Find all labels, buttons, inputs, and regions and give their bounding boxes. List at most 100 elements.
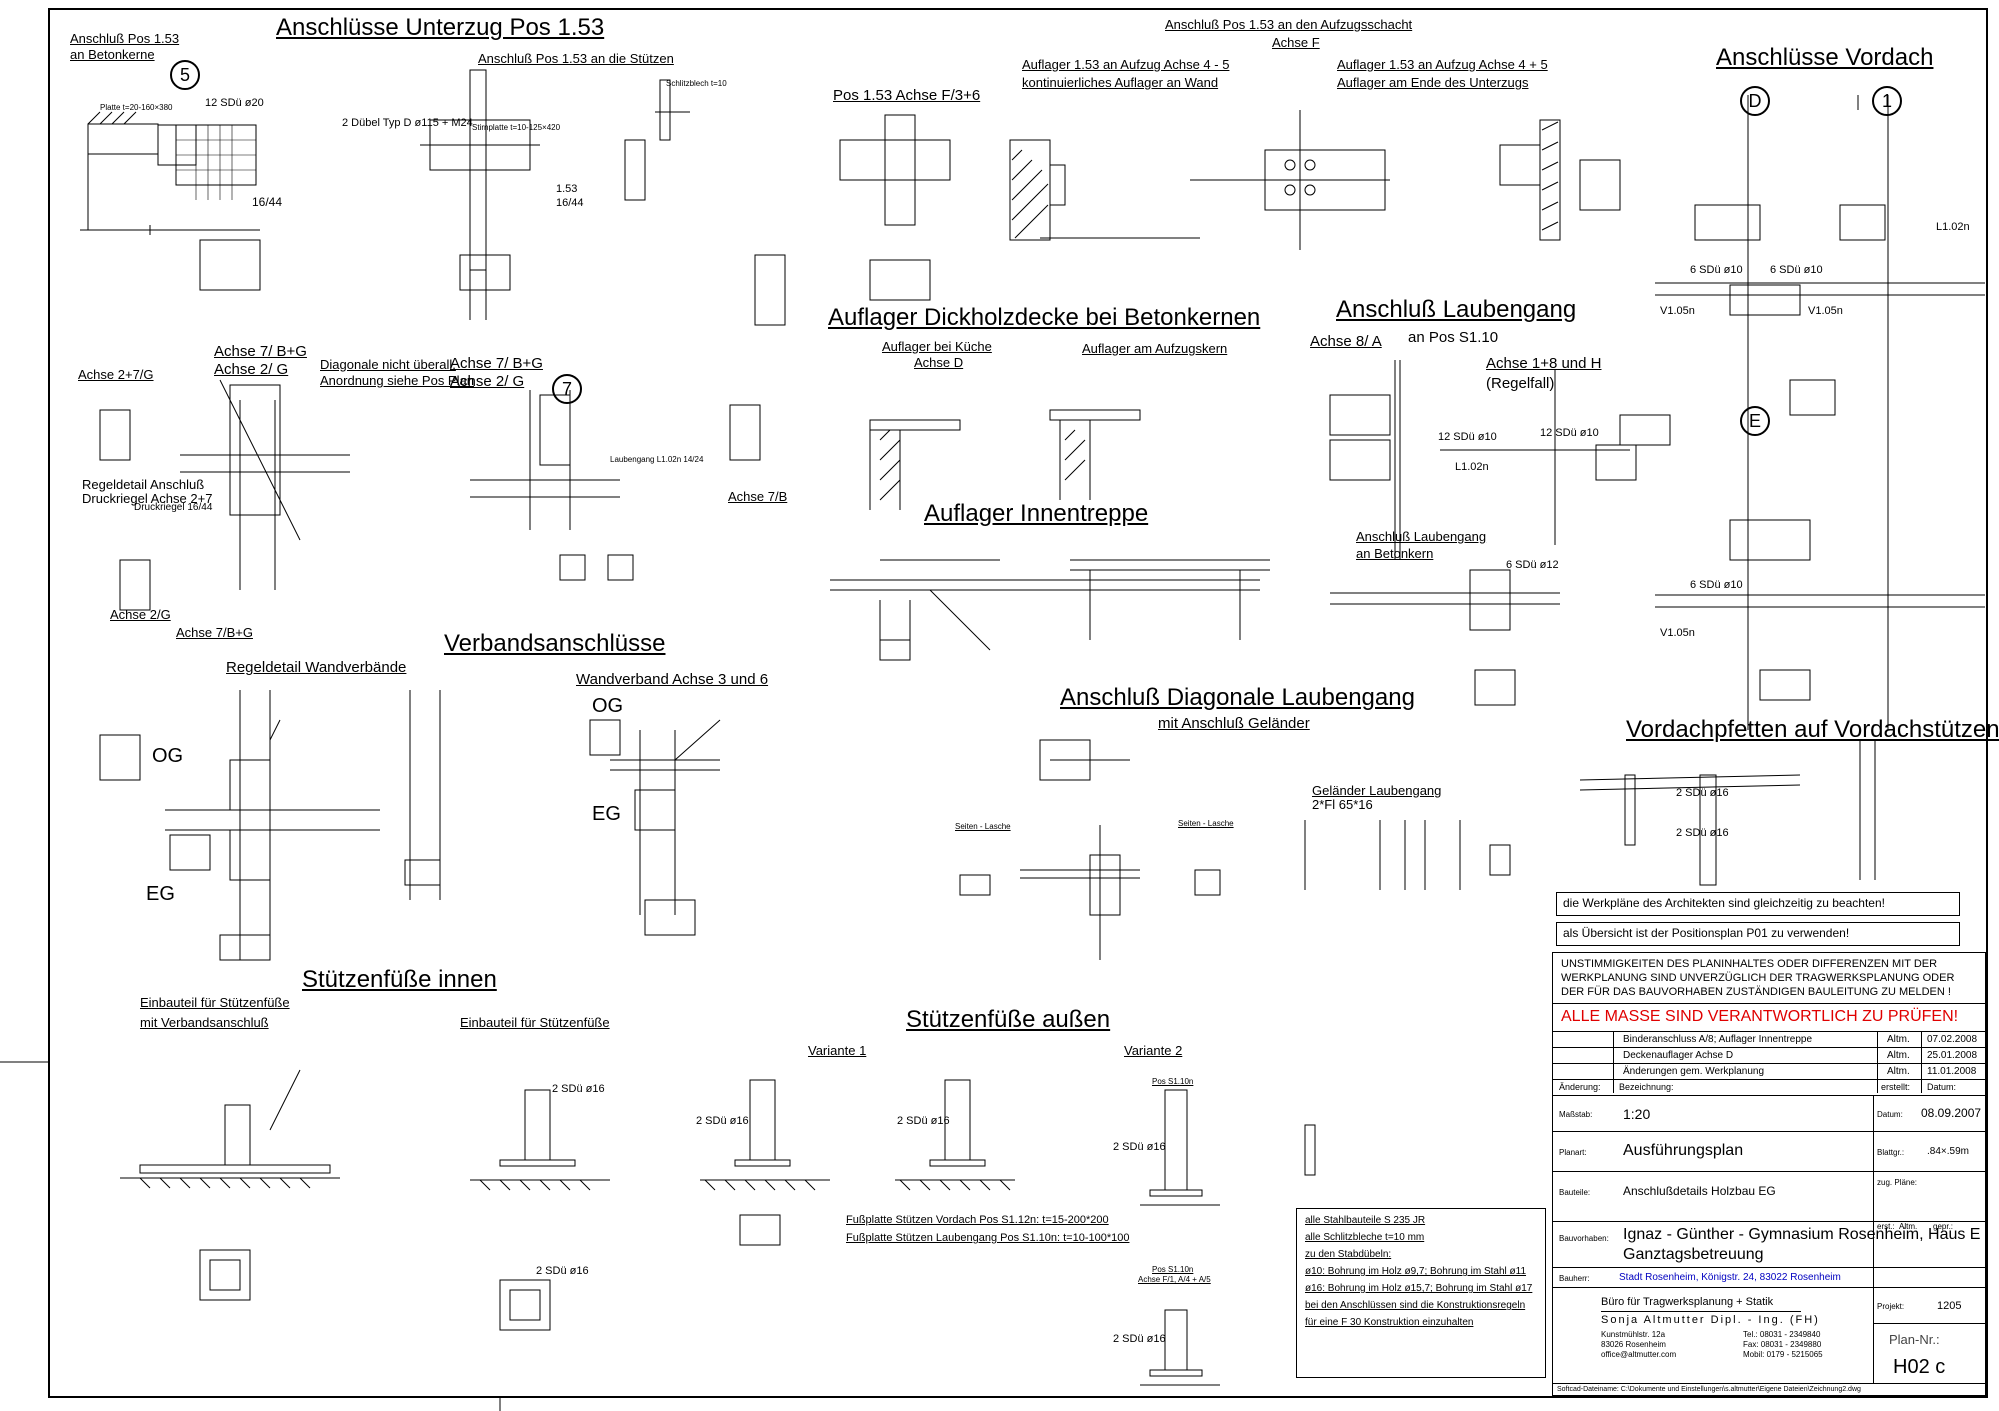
annot-sdue16-a: 2 SDü ø16 bbox=[1676, 787, 1729, 799]
cad-filename: Softcad-Dateiname: C:\Dokumente und Eins… bbox=[1557, 1386, 1861, 1393]
annot-duebel: 2 Dübel Typ D ø115 + M24 bbox=[342, 117, 473, 129]
title-betonkerne-pos: Anschluß Pos 1.53 bbox=[70, 31, 180, 46]
title-regel-wand: Regeldetail Wandverbände bbox=[226, 659, 407, 676]
annot-sdue16-d: 2 SDü ø16 bbox=[897, 1115, 950, 1127]
plannr-label: Plan-Nr.: bbox=[1889, 1332, 1940, 1347]
bauherr-value: Stadt Rosenheim, Königstr. 24, 83022 Ros… bbox=[1619, 1272, 1841, 1283]
title-pos153-f36: Pos 1.53 Achse F/3+6 bbox=[833, 87, 981, 104]
bauvorhaben-line-1: Ignaz - Günther - Gymnasium Rosenheim, H… bbox=[1623, 1226, 1981, 1243]
phone: Tel.: 08031 - 2349840 bbox=[1743, 1330, 1821, 1339]
mobile: Mobil: 0179 - 5215065 bbox=[1743, 1350, 1823, 1359]
title-variante-2: Variante 2 bbox=[1124, 1043, 1183, 1058]
title-fuesse-innen: Stützenfüße innen bbox=[302, 966, 497, 993]
label-gelaender-fl: 2*Fl 65*16 bbox=[1312, 797, 1373, 812]
label-achse-2g-b: Achse 2/ G bbox=[450, 373, 525, 390]
zug-plaene-label: zug. Pläne: bbox=[1877, 1178, 1918, 1187]
blattgr-value: .84×.59m bbox=[1927, 1146, 1969, 1157]
title-einbau-1b: mit Verbandsanschluß bbox=[140, 1015, 269, 1030]
label-eg-1: EG bbox=[146, 883, 175, 905]
label-seiten-lasche-2: Seiten - Lasche bbox=[1178, 819, 1234, 828]
label-fussplatte-laub: Fußplatte Stützen Laubengang Pos S1.10n:… bbox=[846, 1232, 1130, 1244]
label-achse-f1: Achse F/1, A/4 + A/5 bbox=[1138, 1275, 1211, 1284]
title-achse-18h: Achse 1+8 und H bbox=[1486, 355, 1602, 372]
planart-value: Ausführungsplan bbox=[1623, 1142, 1744, 1159]
annot-v105n-b: V1.05n bbox=[1808, 305, 1843, 317]
change-1-text: Binderanschluss A/8; Auflager Innentrepp… bbox=[1623, 1034, 1813, 1045]
change-2-by: Altm. bbox=[1887, 1050, 1910, 1061]
label-achse-7bg-b: Achse 7/ B+G bbox=[450, 355, 543, 372]
annot-l102n-b: L1.02n bbox=[1936, 221, 1970, 233]
note-line-d16: ø16: Bohrung im Holz ø15,7; Bohrung im S… bbox=[1305, 1283, 1533, 1294]
bauvorhaben-line-2: Ganztagsbetreuung bbox=[1623, 1246, 1764, 1263]
annot-sdue10-b: 12 SDü ø10 bbox=[1540, 427, 1599, 439]
title-laubengang: Anschluß Laubengang bbox=[1336, 296, 1577, 323]
title-wandverband: Wandverband Achse 3 und 6 bbox=[576, 671, 769, 688]
note-uebersicht: als Übersicht ist der Positionsplan P01 … bbox=[1556, 922, 1960, 946]
title-einbau-1a: Einbauteil für Stützenfüße bbox=[140, 995, 290, 1010]
title-innentreppe: Auflager Innentreppe bbox=[924, 500, 1149, 527]
title-laub-beton-2: an Betonkern bbox=[1356, 546, 1434, 561]
label-og-1: OG bbox=[152, 745, 184, 767]
label-diag-note-2: Anordnung siehe Pos Plan bbox=[320, 373, 474, 388]
plannr-value: H02 c bbox=[1893, 1356, 1946, 1378]
label-fussplatte-vordach: Fußplatte Stützen Vordach Pos S1.12n: t=… bbox=[846, 1214, 1109, 1226]
col-aenderung: Änderung: bbox=[1559, 1082, 1601, 1092]
label-achse-7b: Achse 7/B bbox=[728, 489, 788, 504]
annot-sdue16-e: 2 SDü ø16 bbox=[1113, 1141, 1166, 1153]
annot-1644-a: 16/44 bbox=[252, 195, 283, 209]
annot-sdue10-a: 12 SDü ø10 bbox=[1438, 431, 1497, 443]
label-achse-7bg: Achse 7/ B+G bbox=[214, 343, 307, 360]
label-achse-7bg-s: Achse 7/B+G bbox=[176, 625, 253, 640]
note-line-f30: für eine F 30 Konstruktion einzuhalten bbox=[1305, 1317, 1474, 1328]
projekt-value: 1205 bbox=[1937, 1300, 1962, 1312]
note-line-d10: ø10: Bohrung im Holz ø9,7; Bohrung im St… bbox=[1305, 1266, 1527, 1277]
annot-v105n-c: V1.05n bbox=[1660, 627, 1695, 639]
title-auflager-wand-1: Auflager 1.53 an Aufzug Achse 4 - 5 bbox=[1022, 57, 1230, 72]
annot-laubengang: Laubengang L1.02n 14/24 bbox=[610, 455, 704, 464]
title-aufzug-achse: Achse F bbox=[1272, 35, 1320, 50]
annot-sdue12: 6 SDü ø12 bbox=[1506, 559, 1559, 571]
label-diag-note-1: Diagonale nicht überall. bbox=[320, 357, 456, 372]
annot-platte: Platte t=20-160×380 bbox=[100, 103, 173, 112]
blattgr-label: Blattgr.: bbox=[1877, 1148, 1905, 1157]
title-kueche-achse: Achse D bbox=[914, 355, 964, 370]
annot-sdue20: 12 SDü ø20 bbox=[205, 97, 264, 109]
label-gelaender-laub: Geländer Laubengang bbox=[1312, 783, 1442, 798]
note-werkplaene: die Werkpläne des Architekten sind gleic… bbox=[1556, 892, 1960, 916]
annot-sdue16-f: 2 SDü ø16 bbox=[1113, 1333, 1166, 1345]
warn-red: ALLE MASSE SIND VERANTWORTLICH ZU PRÜFEN… bbox=[1561, 1008, 1959, 1025]
bauteile-label: Bauteile: bbox=[1559, 1188, 1591, 1197]
annot-153-a: 1.53 bbox=[556, 183, 578, 195]
address-line-1: Kunstmühlstr. 12a bbox=[1601, 1330, 1666, 1339]
fax: Fax: 08031 - 2349880 bbox=[1743, 1340, 1822, 1349]
axis-circle-5: 5 bbox=[170, 60, 200, 90]
title-dickholz: Auflager Dickholzdecke bei Betonkernen bbox=[828, 304, 1261, 331]
erst-label: erst.: bbox=[1877, 1222, 1895, 1231]
title-vordach: Anschlüsse Vordach bbox=[1716, 44, 1934, 71]
change-3-text: Änderungen gem. Werkplanung bbox=[1623, 1066, 1765, 1077]
title-block: UNSTIMMIGKEITEN DES PLANINHALTES ODER DI… bbox=[1552, 952, 1987, 1396]
engineer-name: Sonja Altmutter Dipl. - Ing. (FH) bbox=[1601, 1314, 1820, 1326]
col-datum: Datum: bbox=[1927, 1082, 1957, 1092]
annot-sdue16-h: 2 SDü ø16 bbox=[536, 1265, 589, 1277]
label-achse-27g: Achse 2+7/G bbox=[78, 367, 154, 382]
warn-line-3: DER FÜR DAS BAUVORHABEN ZUSTÄNDIGEN BAUL… bbox=[1561, 986, 1951, 998]
title-variante-1: Variante 1 bbox=[808, 1043, 867, 1058]
annot-l102n-a: L1.02n bbox=[1455, 461, 1489, 473]
bauvorhaben-label: Bauvorhaben: bbox=[1559, 1234, 1609, 1243]
title-kueche: Auflager bei Küche bbox=[882, 339, 992, 354]
title-aufzugskern: Auflager am Aufzugskern bbox=[1082, 341, 1228, 356]
change-3-date: 11.01.2008 bbox=[1927, 1066, 1977, 1077]
title-aufzug: Anschluß Pos 1.53 an den Aufzugsschacht bbox=[1165, 17, 1413, 32]
title-regelfall: (Regelfall) bbox=[1486, 375, 1555, 392]
datum-label: Datum: bbox=[1877, 1110, 1903, 1119]
title-diag-laub: Anschluß Diagonale Laubengang bbox=[1060, 684, 1415, 711]
axis-circle-1: 1 bbox=[1872, 86, 1902, 116]
planart-label: Planart: bbox=[1559, 1148, 1587, 1157]
label-achse-2g: Achse 2/ G bbox=[214, 361, 289, 378]
bauteile-value: Anschlußdetails Holzbau EG bbox=[1623, 1184, 1776, 1198]
axis-circle-d: D bbox=[1740, 86, 1770, 116]
change-3-by: Altm. bbox=[1887, 1066, 1910, 1077]
address-email: office@altmutter.com bbox=[1601, 1350, 1677, 1359]
